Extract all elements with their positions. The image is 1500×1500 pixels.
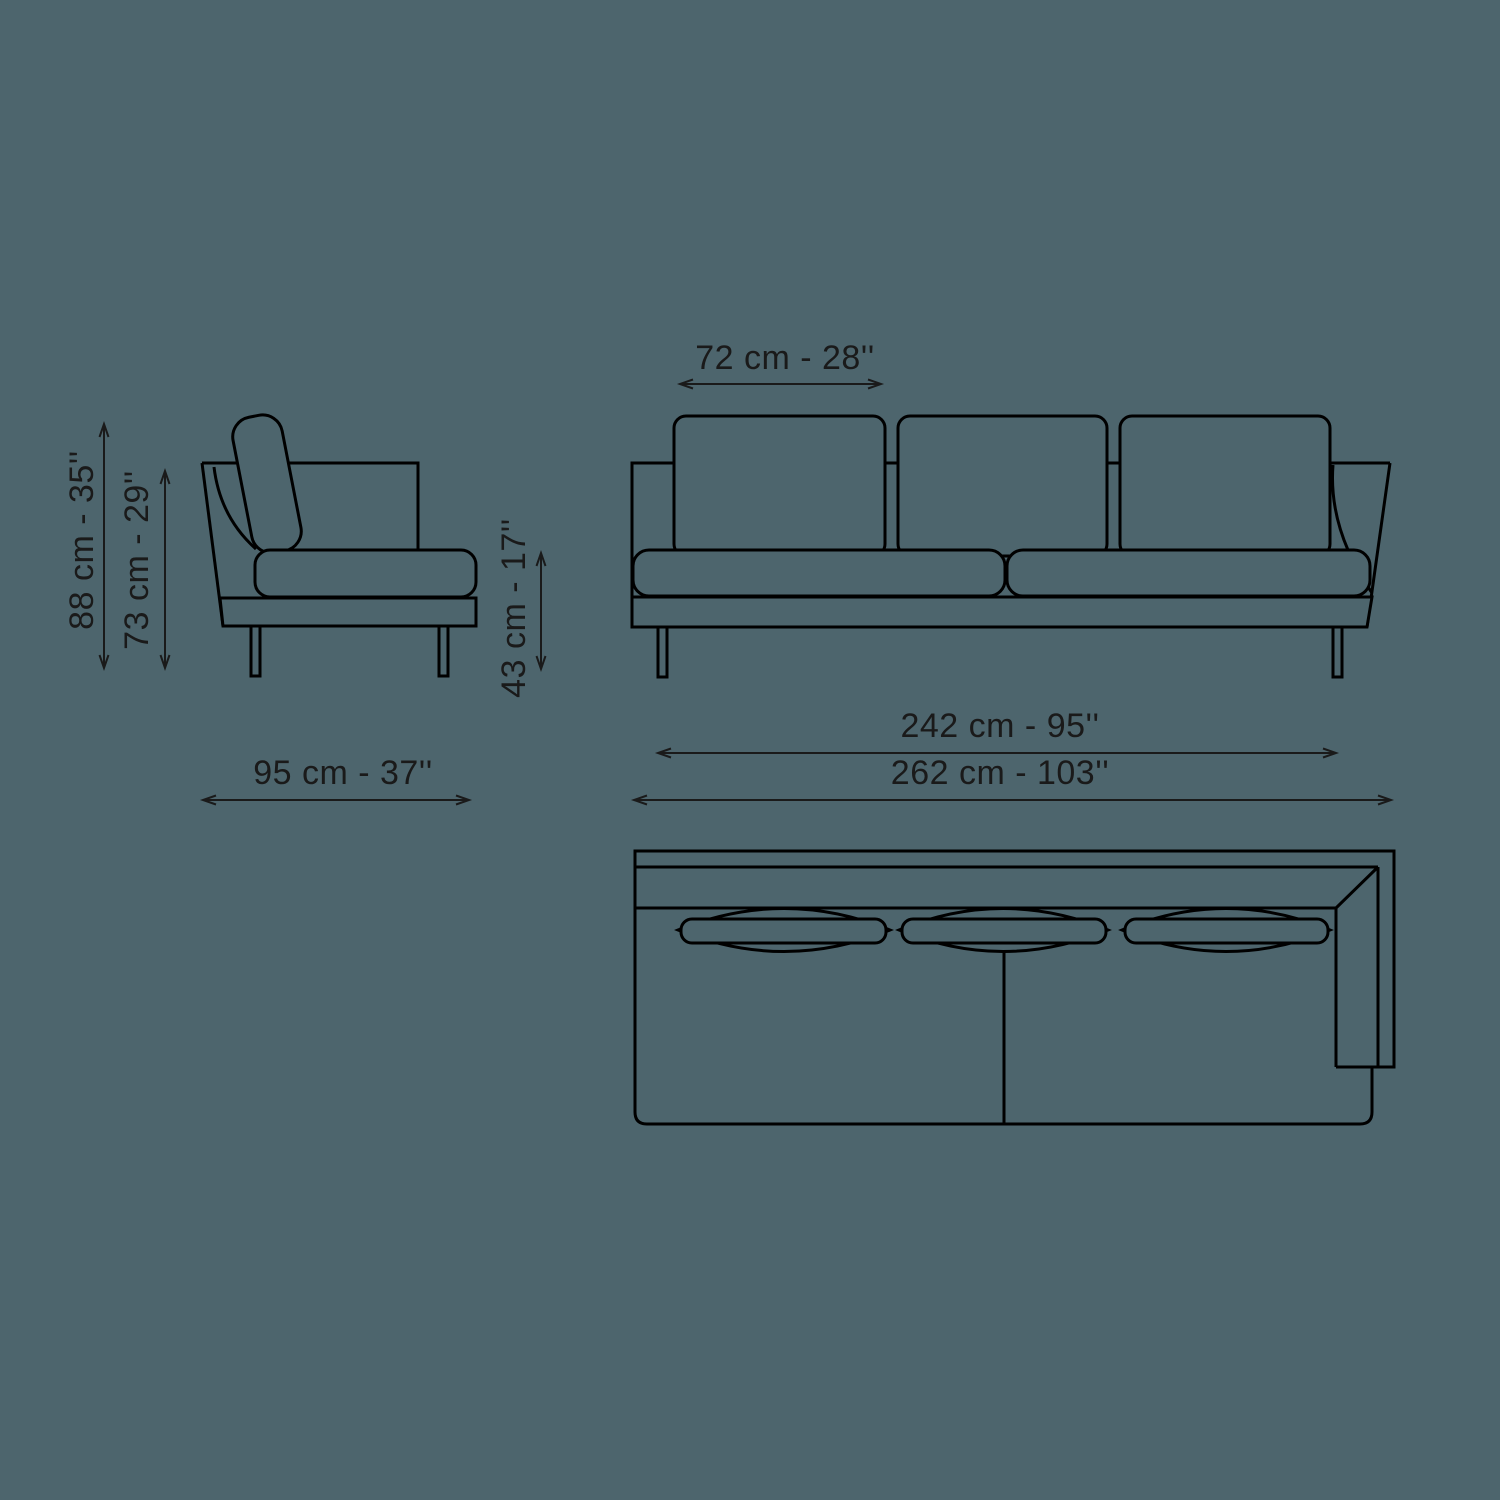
top-arm-lines [1334,867,1394,1069]
dim-label-depth: 95 cm - 37'' [253,754,433,792]
side-base [218,596,478,628]
dimensions: 88 cm - 35'' 73 cm - 29'' 43 cm - 17'' 9… [63,339,1395,806]
top-backrest-lines [635,865,1378,910]
side-frame-outline [202,461,420,552]
top-outline [633,849,1396,1126]
dim-label-inner-width: 242 cm - 95'' [900,707,1099,745]
front-base [630,595,1374,629]
front-right-leg [1331,625,1344,679]
dim-label-seat-height: 43 cm - 17'' [495,518,533,698]
side-arm-inner-curve [212,466,257,551]
front-back-cushion-3 [1118,414,1332,558]
top-back-cushion-2-pad [900,917,1108,945]
dim-label-overall-width: 262 cm - 103'' [891,754,1109,792]
top-back-cushion-3-pad [1123,917,1330,945]
top-back-cushion-1-pad [679,917,888,945]
dim-label-cushion-width: 72 cm - 28'' [695,339,875,377]
front-seat-cushion-1 [631,548,1007,598]
front-back-cushion-1 [672,414,887,558]
front-seat-cushion-2 [1005,548,1372,598]
dim-label-back-height: 73 cm - 29'' [118,470,156,650]
top-arm-miter-diagonal [1334,865,1380,910]
top-view [633,849,1396,1126]
side-view [200,413,478,678]
front-left-leg [656,625,669,679]
side-front-leg [249,624,262,678]
front-back-cushion-2 [896,414,1109,558]
side-seat-cushion [253,548,478,599]
side-back-leg [437,624,450,678]
dim-label-overall-height: 88 cm - 35'' [63,450,101,630]
front-view [630,414,1392,679]
